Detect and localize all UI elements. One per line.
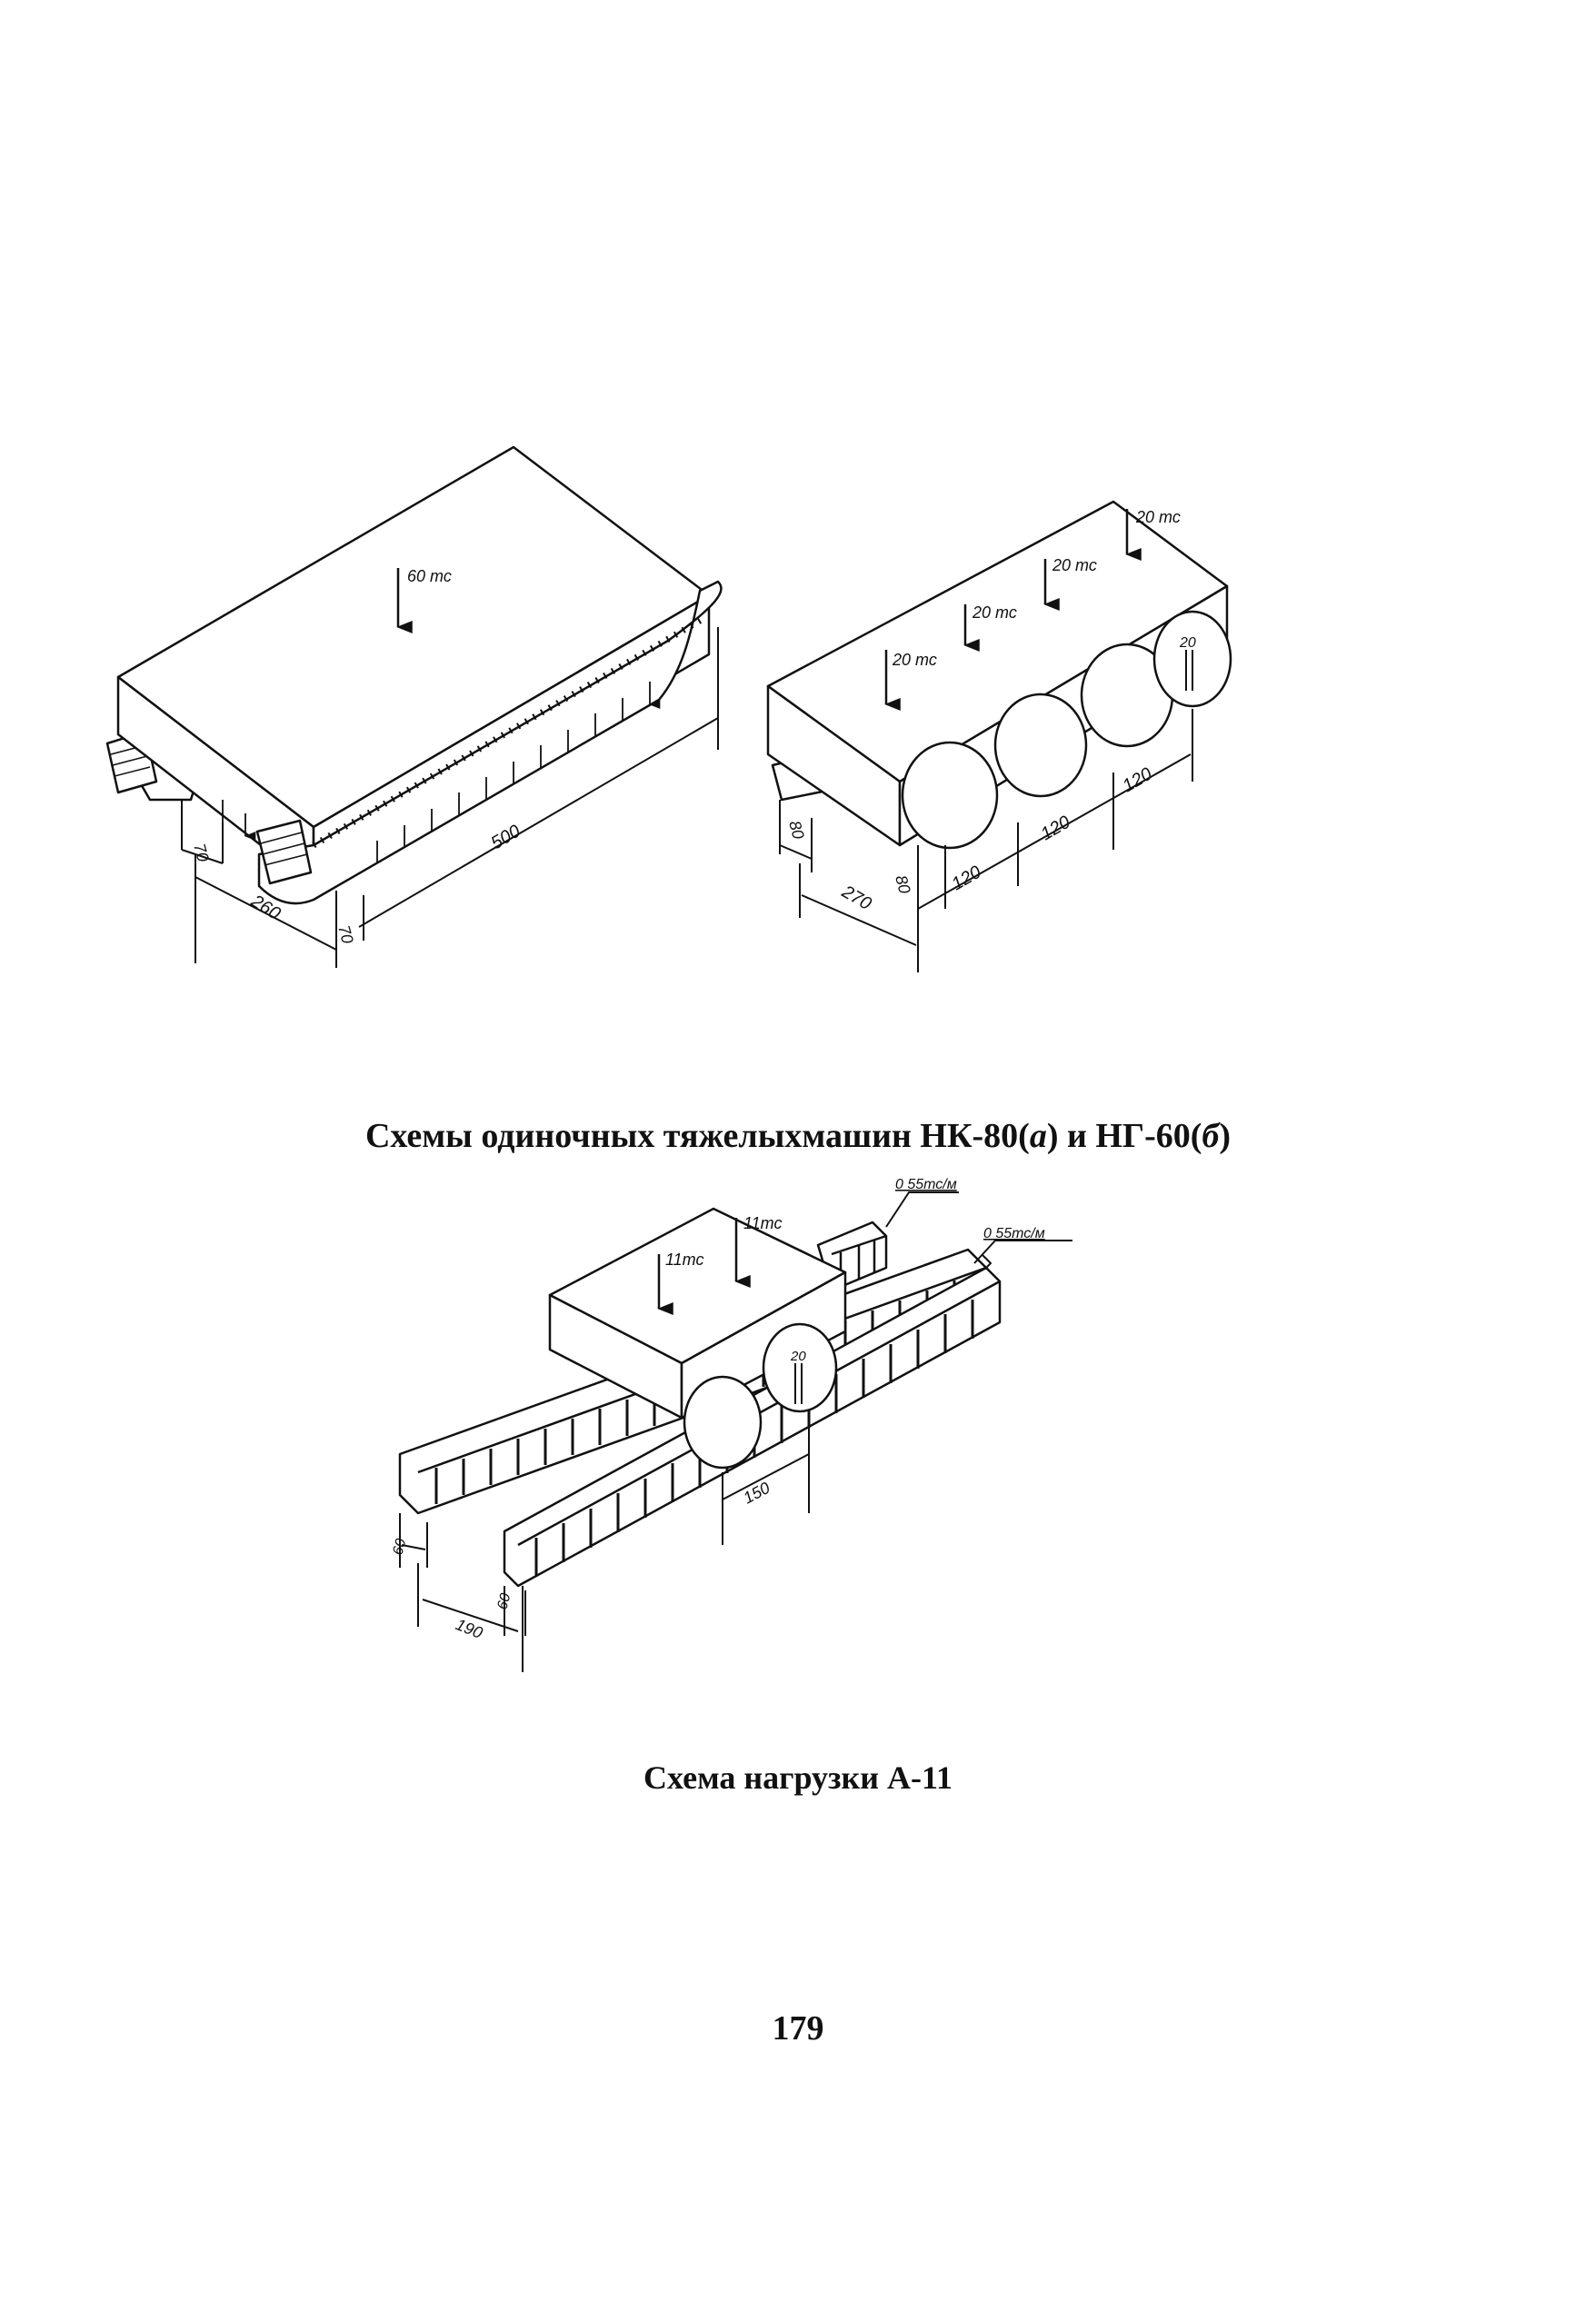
dimension-lines-c	[399, 1413, 810, 1672]
dimension-lines-a	[181, 627, 719, 968]
dim-c-strip-width: 60	[390, 1537, 409, 1557]
dimension-lines-b	[779, 709, 1193, 972]
track-load-arrows	[222, 682, 650, 863]
wheels-b	[901, 610, 1232, 850]
axle-load-b-3: 20 тс	[1052, 556, 1097, 574]
axle-load-arrows-b	[884, 509, 1142, 711]
figure-caption-1: Схемы одиночных тяжелыхмашин НК-80(а) и …	[364, 1117, 1232, 1155]
axle-load-b-2: 20 тс	[972, 603, 1017, 622]
dim-b-wheel-width: 80	[785, 819, 808, 842]
dim-b-wheel-width-2: 80	[892, 873, 914, 896]
wheel-c-rear	[762, 1322, 838, 1413]
figure-b-wheeled-vehicle	[766, 500, 1232, 972]
page-number: 179	[772, 2009, 824, 2048]
dim-c-axle-spacing: 150	[740, 1479, 773, 1508]
axle-load-c-1: 11тс	[743, 1214, 782, 1232]
dim-b-gauge: 270	[838, 882, 875, 914]
dim-a-track-width: 70	[190, 842, 213, 864]
axle-load-c-2: 11тс	[665, 1251, 703, 1269]
axle-load-b-4: 20 тс	[1135, 508, 1181, 526]
dim-b-axle-spacing-2: 120	[1038, 812, 1074, 845]
wheel-label-c: 20	[790, 1349, 806, 1364]
load-label-a: 60 тс	[407, 567, 452, 585]
figure-caption-2: Схема нагрузки А-11	[643, 1759, 953, 1796]
front-track	[255, 580, 723, 905]
axle-load-b-1: 20 тс	[892, 651, 937, 669]
dim-b-axle-spacing-1: 120	[949, 862, 985, 895]
figure-a-tracked-vehicle	[105, 445, 723, 968]
wheel-c-front	[683, 1375, 763, 1470]
dim-c-strip-width-2: 60	[494, 1591, 514, 1611]
wheel-label-b: 20	[1179, 635, 1196, 651]
lane-load-c-2: 0 55тс/м	[983, 1226, 1045, 1241]
figure-c-a11-scheme	[398, 1191, 1072, 1672]
lane-load-c-1: 0 55тс/м	[895, 1177, 957, 1192]
dim-a-track-width-2: 70	[334, 923, 357, 946]
